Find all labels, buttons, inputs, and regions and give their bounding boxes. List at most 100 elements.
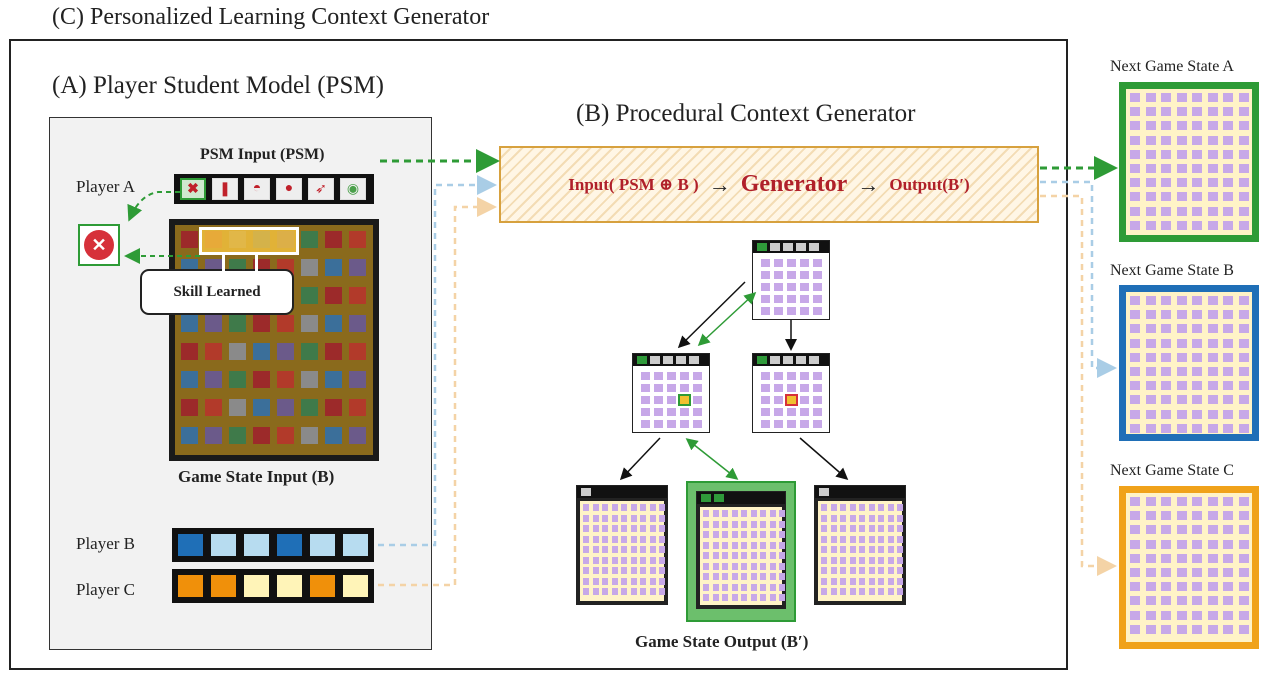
- next-tile: [1238, 423, 1249, 433]
- leaf-tile: [769, 583, 776, 591]
- leaf-tile: [849, 525, 856, 532]
- mini-tile: [693, 396, 702, 404]
- leaf-tile: [722, 562, 728, 570]
- board-tile: [325, 371, 342, 388]
- leaf-tile: [760, 583, 766, 591]
- leaf-tile: [649, 577, 656, 585]
- player-b-strip: [172, 528, 374, 562]
- next-tile: [1176, 568, 1187, 577]
- next-tile: [1207, 107, 1218, 117]
- board-tile: [301, 259, 318, 276]
- next-tile: [1192, 367, 1202, 376]
- leaf-board-1: [576, 485, 668, 605]
- leaf-tile: [731, 573, 738, 580]
- mini-tile: [800, 408, 809, 416]
- next-tile: [1145, 192, 1156, 202]
- leaf-tile: [659, 546, 665, 553]
- next-tile: [1176, 395, 1187, 405]
- next-tile: [1161, 582, 1171, 592]
- leaf-tile: [722, 552, 728, 559]
- mini-tile: [774, 283, 783, 291]
- leaf-tile: [741, 594, 747, 601]
- leaf-tile: [640, 504, 646, 511]
- next-tile: [1161, 553, 1171, 563]
- leaf-tile: [821, 588, 827, 595]
- next-tile: [1207, 352, 1218, 362]
- leaf-tile: [868, 588, 875, 595]
- leaf-tile: [760, 562, 766, 570]
- mini-tile: [787, 295, 796, 303]
- tree-right-board: [752, 353, 830, 433]
- next-tile: [1192, 553, 1202, 563]
- leaf-tile: [703, 510, 709, 517]
- next-tile: [1161, 149, 1171, 159]
- mini-tile: [667, 372, 676, 380]
- board-tile: [253, 315, 270, 332]
- next-tile: [1161, 596, 1171, 606]
- board-tile: [253, 399, 270, 416]
- next-tile: [1192, 164, 1202, 173]
- mini-tile: [774, 259, 783, 267]
- next-tile: [1130, 610, 1140, 620]
- mini-tile: [774, 384, 783, 392]
- board-tile: [229, 343, 246, 360]
- next-tile: [1207, 511, 1218, 521]
- mini-tile: [774, 307, 783, 315]
- next-tile: [1145, 324, 1156, 334]
- board-tile: [349, 371, 366, 388]
- leaf-tile: [640, 588, 646, 595]
- next-state-c-board: [1119, 486, 1259, 649]
- next-tile: [1176, 553, 1187, 563]
- leaf-tile: [602, 546, 608, 553]
- leaf-tile: [583, 504, 589, 511]
- next-tile: [1223, 596, 1233, 606]
- next-tile: [1238, 568, 1249, 577]
- leaf-tile: [611, 514, 618, 522]
- leaf-tile: [640, 525, 646, 532]
- next-tile: [1238, 352, 1249, 362]
- title-procedural-generator: (B) Procedural Context Generator: [576, 100, 916, 127]
- leaf-tile: [849, 588, 856, 595]
- next-tile: [1223, 367, 1233, 376]
- next-tile: [1223, 423, 1233, 433]
- next-tile: [1223, 395, 1233, 405]
- board-tile: [205, 399, 222, 416]
- leaf-tile: [659, 588, 665, 595]
- leaf-tile: [583, 577, 589, 585]
- leaf-tile: [592, 535, 599, 543]
- next-tile: [1130, 310, 1140, 320]
- next-state-a-board: [1119, 82, 1259, 242]
- next-tile: [1207, 149, 1218, 159]
- leaf-tile: [583, 525, 589, 532]
- board-tile: [325, 343, 342, 360]
- leaf-tile: [611, 577, 618, 585]
- next-tile: [1176, 93, 1187, 102]
- next-tile: [1192, 511, 1202, 521]
- next-tile: [1223, 192, 1233, 202]
- skill-learned-callout: Skill Learned: [140, 269, 294, 315]
- next-tile: [1223, 296, 1233, 305]
- leaf-tile: [878, 504, 884, 511]
- next-tile: [1192, 497, 1202, 506]
- leaf-tile: [897, 577, 903, 585]
- leaf-tile: [731, 594, 738, 601]
- next-tile: [1130, 338, 1140, 348]
- next-tile: [1192, 192, 1202, 202]
- skill-slot: [211, 575, 236, 597]
- next-tile: [1145, 582, 1156, 592]
- next-tile: [1238, 310, 1249, 320]
- leaf-tile: [583, 567, 589, 574]
- next-tile: [1223, 553, 1233, 563]
- board-tile: [229, 399, 246, 416]
- leaf-tile: [760, 531, 766, 538]
- leaf-tile: [760, 510, 766, 517]
- skill-highlight-stem: [222, 252, 258, 272]
- next-tile: [1238, 381, 1249, 391]
- leaf-tile: [741, 531, 747, 538]
- board-tile: [349, 231, 366, 248]
- leaf-tile: [621, 556, 627, 564]
- next-tile: [1176, 296, 1187, 305]
- next-tile: [1207, 220, 1218, 230]
- mini-tile: [678, 394, 691, 406]
- mini-tile: [774, 396, 783, 404]
